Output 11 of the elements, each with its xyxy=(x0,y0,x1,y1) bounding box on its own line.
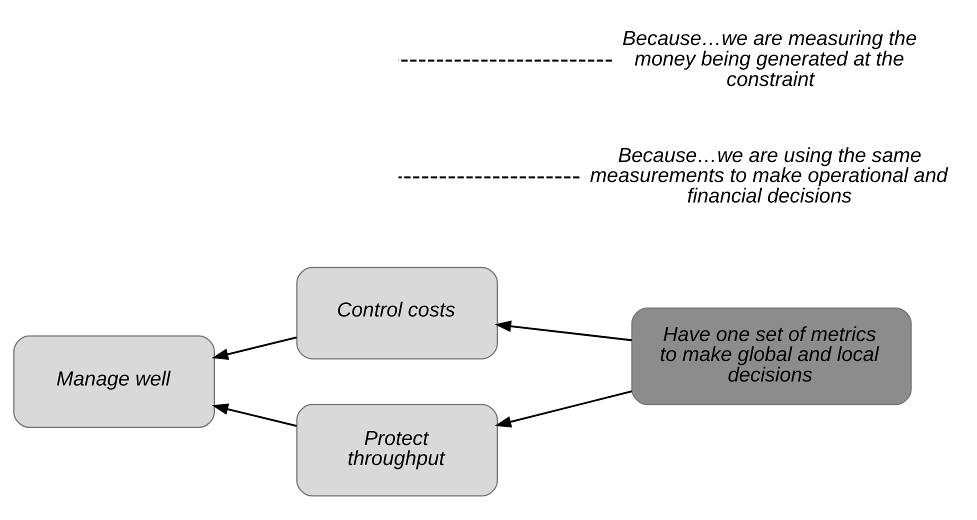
arrow xyxy=(494,390,632,427)
arrow xyxy=(212,403,297,426)
connector xyxy=(398,176,580,178)
arrow xyxy=(494,320,632,341)
node-text: Because…we are measuring the money being generated at the constraint xyxy=(622,28,917,90)
node-box: Have one set of metrics to make global and local decisions xyxy=(631,306,912,405)
node-text: Because…we are using the same measurements to make operational and financial decisions xyxy=(590,144,948,207)
node-box: Protect throughput xyxy=(296,403,498,496)
arrow xyxy=(212,336,297,360)
node-box: Control costs xyxy=(296,266,498,359)
node-box: Manage well xyxy=(13,334,215,428)
